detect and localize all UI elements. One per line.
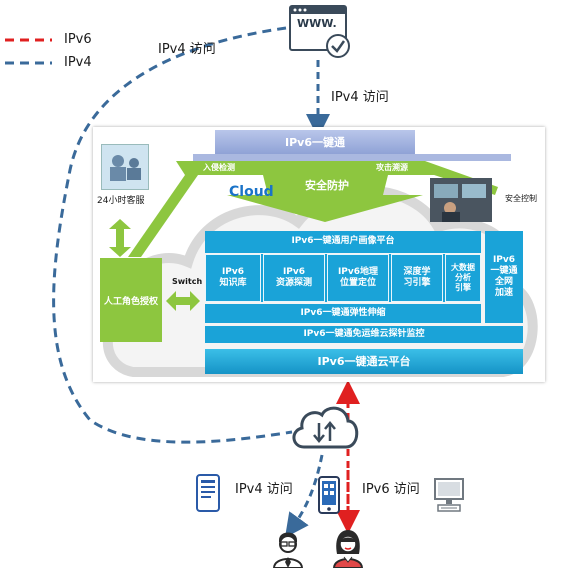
ipv6-access-bottom: IPv6 访问 (362, 482, 420, 497)
header-base (193, 154, 511, 161)
attack-trace-label: 攻击溯源 (376, 163, 408, 172)
switch-label: Switch (172, 277, 203, 286)
cloud-transfer-icon (290, 401, 360, 453)
desktop-monitor-icon (434, 478, 464, 514)
ipv4-access-top-right: IPv4 访问 (331, 90, 389, 105)
phone-icon (318, 476, 340, 514)
double-arrow-horizontal (166, 291, 200, 311)
portrait-platform-bar: IPv6一键通用户画像平台 (205, 231, 481, 253)
security-control-label: 安全控制 (505, 194, 537, 203)
ipv4-user-line (284, 454, 324, 538)
service-24h-label: 24小时客服 (97, 196, 145, 206)
cloud-platform-bar: IPv6一键通云平台 (205, 349, 523, 374)
ipv4-access-top-left: IPv4 访问 (158, 42, 216, 57)
defense-label: 安全防护 (305, 179, 349, 192)
customer-service-photo (101, 144, 149, 190)
module-geo-location: IPv6地理位置定位 (327, 254, 389, 302)
website-text: WWW. (297, 17, 337, 30)
elastic-scaling-bar: IPv6一键通弹性伸缩 (205, 304, 481, 323)
double-arrow-vertical (109, 219, 131, 257)
ipv4-loop-line (52, 26, 293, 444)
architecture-panel: IPv6一键通 入侵检测 攻击溯源 安全防护 Cloud 24小时客服 安全控制… (93, 127, 545, 382)
probe-monitor-bar: IPv6一键通免运维云探针监控 (205, 326, 523, 343)
female-user-icon (332, 528, 364, 569)
cloud-label: Cloud (229, 184, 274, 200)
legend-ipv4-label: IPv4 (64, 55, 92, 70)
male-user-icon (272, 528, 304, 569)
manual-role-box: 人工角色授权 (100, 258, 162, 342)
header-bar: IPv6一键通 (215, 130, 415, 154)
ipv4-access-bottom: IPv4 访问 (235, 482, 293, 497)
intrusion-label: 入侵检测 (203, 163, 235, 172)
module-deep-learning: 深度学习引擎 (391, 254, 443, 302)
security-control-photo (430, 178, 492, 222)
tablet-icon (196, 474, 220, 512)
legend-ipv6-label: IPv6 (64, 32, 92, 47)
website-icon (288, 4, 352, 58)
green-flow (128, 161, 498, 257)
module-big-data: 大数据分析引擎 (445, 254, 481, 302)
